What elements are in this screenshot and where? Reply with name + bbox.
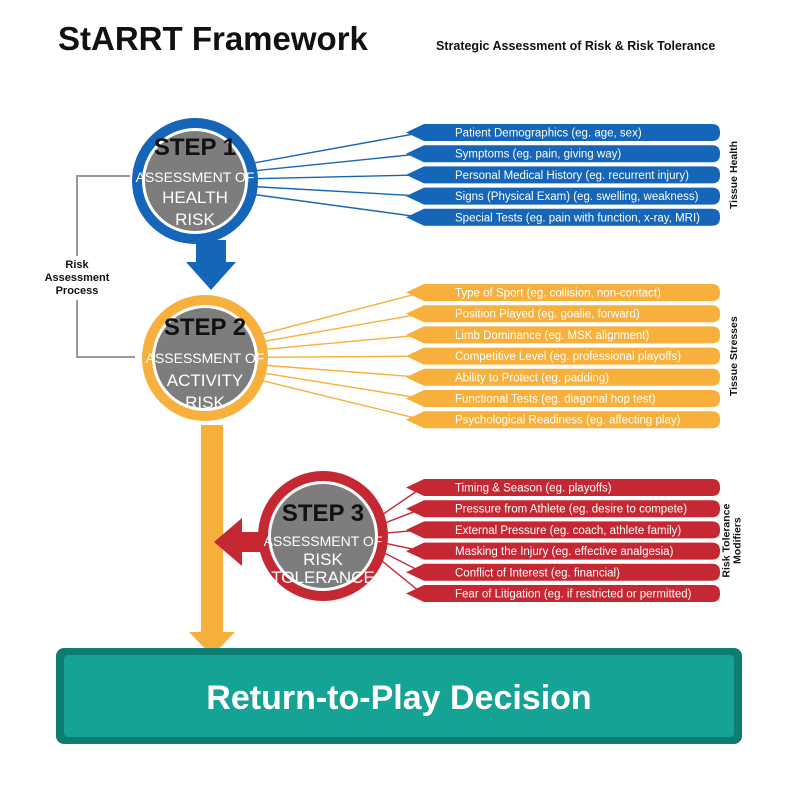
step-2-side-label: Tissue Stresses (728, 316, 740, 396)
step-3-group: Timing & Season (eg. playoffs) Pressure f… (258, 471, 744, 602)
step-2-item-bar (406, 305, 720, 323)
step-1-connector (247, 193, 423, 218)
decision-box: Return-to-Play Decision (56, 648, 742, 744)
step-2-caption-line: RISK (185, 393, 225, 412)
step-2-connector (257, 378, 423, 421)
step-3-item-label: Pressure from Athlete (eg. desire to com… (455, 504, 687, 516)
step-1-item-bar (406, 124, 720, 141)
step-2-item-label: Limb Dominance (eg. MSK alignment) (455, 330, 649, 342)
step-3-side-label: Modifiers (732, 517, 744, 564)
step-1-item-bar (406, 208, 720, 226)
step-2-caption-line: ASSESSMENT OF (146, 350, 265, 366)
step-2-item-label: Competitive Level (eg. professional play… (455, 351, 681, 363)
step-1-core (145, 131, 245, 231)
step-2-item-bar (406, 284, 720, 301)
step-2-connector (257, 371, 423, 400)
process-label-line-1: Risk (65, 259, 89, 271)
step-3-item-bar (406, 500, 720, 518)
step-3-caption-line: TOLERANCE (271, 568, 375, 587)
step-1-title: STEP 1 (154, 134, 236, 161)
orange-flow-shaft (201, 425, 223, 635)
step-2-core (155, 308, 255, 408)
step-1-item-bar (406, 166, 720, 184)
step-2-connector (257, 334, 423, 351)
step-2-item-bar (406, 390, 720, 407)
step-2-connector (257, 291, 423, 336)
step-1-side-label: Tissue Health (728, 141, 740, 209)
step-3-item-label: External Pressure (eg. coach, athlete fa… (455, 525, 681, 537)
step-1-item-bar (406, 145, 720, 163)
flow-arrows (186, 240, 266, 656)
step-1-connector (247, 174, 423, 180)
step-2-item-bar (406, 411, 720, 429)
step-3-item-bar (406, 479, 720, 496)
step-1-caption-line: RISK (175, 210, 215, 229)
process-label-line-2: Assessment (45, 272, 110, 284)
risk-assessment-bracket: Risk Assessment Process (38, 175, 135, 358)
step-2-item-bar (406, 347, 720, 365)
step-1-item-label: Special Tests (eg. pain with function, x… (455, 212, 700, 224)
step-2-caption-line: ACTIVITY (167, 371, 244, 390)
step-1-caption-line: ASSESSMENT OF (136, 169, 255, 185)
step-2-item-bar (406, 368, 720, 386)
process-label-line-3: Process (56, 285, 99, 297)
red-arrow-head (214, 518, 242, 566)
step-1-group: Patient Demographics (eg. age, sex) Sympt… (132, 118, 740, 244)
blue-arrow-head (186, 262, 236, 290)
step-3-title: STEP 3 (282, 500, 364, 527)
step-1-connector (247, 185, 423, 197)
step-1-item-label: Signs (Physical Exam) (eg. swelling, wea… (455, 191, 699, 203)
step-2-title: STEP 2 (164, 314, 246, 341)
step-1-item-label: Patient Demographics (eg. age, sex) (455, 128, 642, 140)
step-1-item-label: Symptoms (eg. pain, giving way) (455, 149, 621, 161)
step-3-caption-line: RISK (303, 550, 343, 569)
step-2-item-label: Ability to Protect (eg. padding) (455, 372, 609, 384)
step-2-item-label: Functional Tests (eg. diagonal hop test) (455, 394, 656, 406)
step-3-item-bar (406, 542, 720, 560)
step-2-connector (257, 355, 423, 359)
page-subtitle: Strategic Assessment of Risk & Risk Tole… (436, 39, 715, 53)
step-3-core (271, 484, 375, 588)
step-3-item-label: Timing & Season (eg. playoffs) (455, 483, 612, 495)
step-1-item-bar (406, 187, 720, 205)
step-2-item-label: Position Played (eg. goalie, forward) (455, 309, 640, 321)
step-3-item-label: Conflict of Interest (eg. financial) (455, 567, 620, 579)
step-2-group: Type of Sport (eg. collision, non-contac… (142, 284, 740, 429)
step-2-connector (257, 364, 423, 378)
step-3-caption-line: ASSESSMENT OF (264, 533, 383, 549)
step-1-connector (247, 153, 423, 173)
step-2-item-bar (406, 326, 720, 344)
step-1-connector (247, 131, 423, 165)
step-groups: Patient Demographics (eg. age, sex) Sympt… (132, 118, 744, 602)
step-3-item-bar (406, 563, 720, 581)
page-title: StARRT Framework (58, 20, 369, 57)
step-1-item-label: Personal Medical History (eg. recurrent … (455, 170, 689, 182)
decision-label: Return-to-Play Decision (206, 679, 591, 717)
orange-arrow-head (189, 632, 235, 656)
step-3-side-label: Risk Tolerance (721, 503, 733, 577)
step-1-caption-line: HEALTH (162, 188, 228, 207)
step-3-item-bar (406, 521, 720, 539)
step-2-item-label: Psychological Readiness (eg. affecting p… (455, 415, 681, 427)
step-2-connector (257, 313, 423, 344)
step-3-connector (375, 555, 423, 595)
step-3-item-bar (406, 585, 720, 602)
step-2-item-label: Type of Sport (eg. collision, non-contac… (455, 288, 661, 300)
step-3-item-label: Fear of Litigation (eg. if restricted or… (455, 589, 692, 601)
step-3-item-label: Masking the Injury (eg. effective analge… (455, 546, 674, 558)
